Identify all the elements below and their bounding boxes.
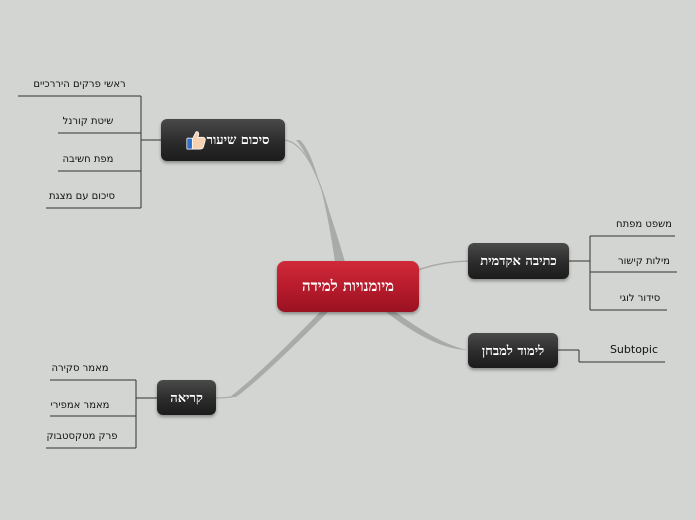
topic-academic-writing-label: כתיבה אקדמית	[480, 254, 557, 269]
leaf-connecting-words[interactable]: מילות קישור	[618, 256, 670, 267]
topic-reading-label: קריאה	[170, 390, 203, 406]
branch-reading-line	[215, 395, 237, 399]
central-topic[interactable]: מיומנויות למידה	[277, 261, 419, 312]
leaf-subtopic[interactable]: Subtopic	[609, 343, 659, 356]
branch-summary	[296, 140, 345, 262]
summary-leaf-lines	[18, 95, 161, 209]
leaf-textbook-chapter[interactable]: פרק מטקסטבוק	[46, 431, 118, 442]
leaf-empirical-article[interactable]: מאמר אמפירי	[50, 400, 110, 411]
reading-leaf-lines	[46, 379, 157, 449]
topic-lesson-summary-label: סיכום שיעור	[206, 133, 270, 148]
central-topic-label: מיומנויות למידה	[301, 277, 395, 295]
leaf-review-article[interactable]: מאמר סקירה	[51, 363, 109, 374]
leaf-key-sentence[interactable]: משפט מפתח	[616, 219, 672, 230]
topic-exam-study-label: לימוד למבחן	[481, 343, 545, 359]
topic-exam-study[interactable]: לימוד למבחן	[468, 333, 558, 368]
branch-summary-line	[284, 139, 341, 263]
branch-reading	[230, 312, 328, 397]
exam-leaf-lines	[558, 349, 665, 363]
leaf-logical-order[interactable]: סידור לוגי	[619, 293, 661, 304]
topic-academic-writing[interactable]: כתיבה אקדמית	[468, 243, 569, 279]
topic-reading[interactable]: קריאה	[157, 380, 216, 415]
branch-academic	[417, 260, 469, 271]
leaf-presentation-summary[interactable]: סיכום עם מצגת	[48, 191, 116, 202]
branch-exam	[386, 310, 468, 350]
leaf-mind-map[interactable]: מפת חשיבה	[62, 154, 114, 165]
thumbs-up-icon	[186, 131, 206, 150]
leaf-cornell-method[interactable]: שיטת קורנל	[62, 116, 114, 127]
academic-leaf-lines	[569, 235, 677, 311]
topic-lesson-summary[interactable]: סיכום שיעור	[161, 119, 285, 161]
leaf-hierarchical-outline[interactable]: ראשי פרקים היררכיים	[33, 79, 126, 90]
